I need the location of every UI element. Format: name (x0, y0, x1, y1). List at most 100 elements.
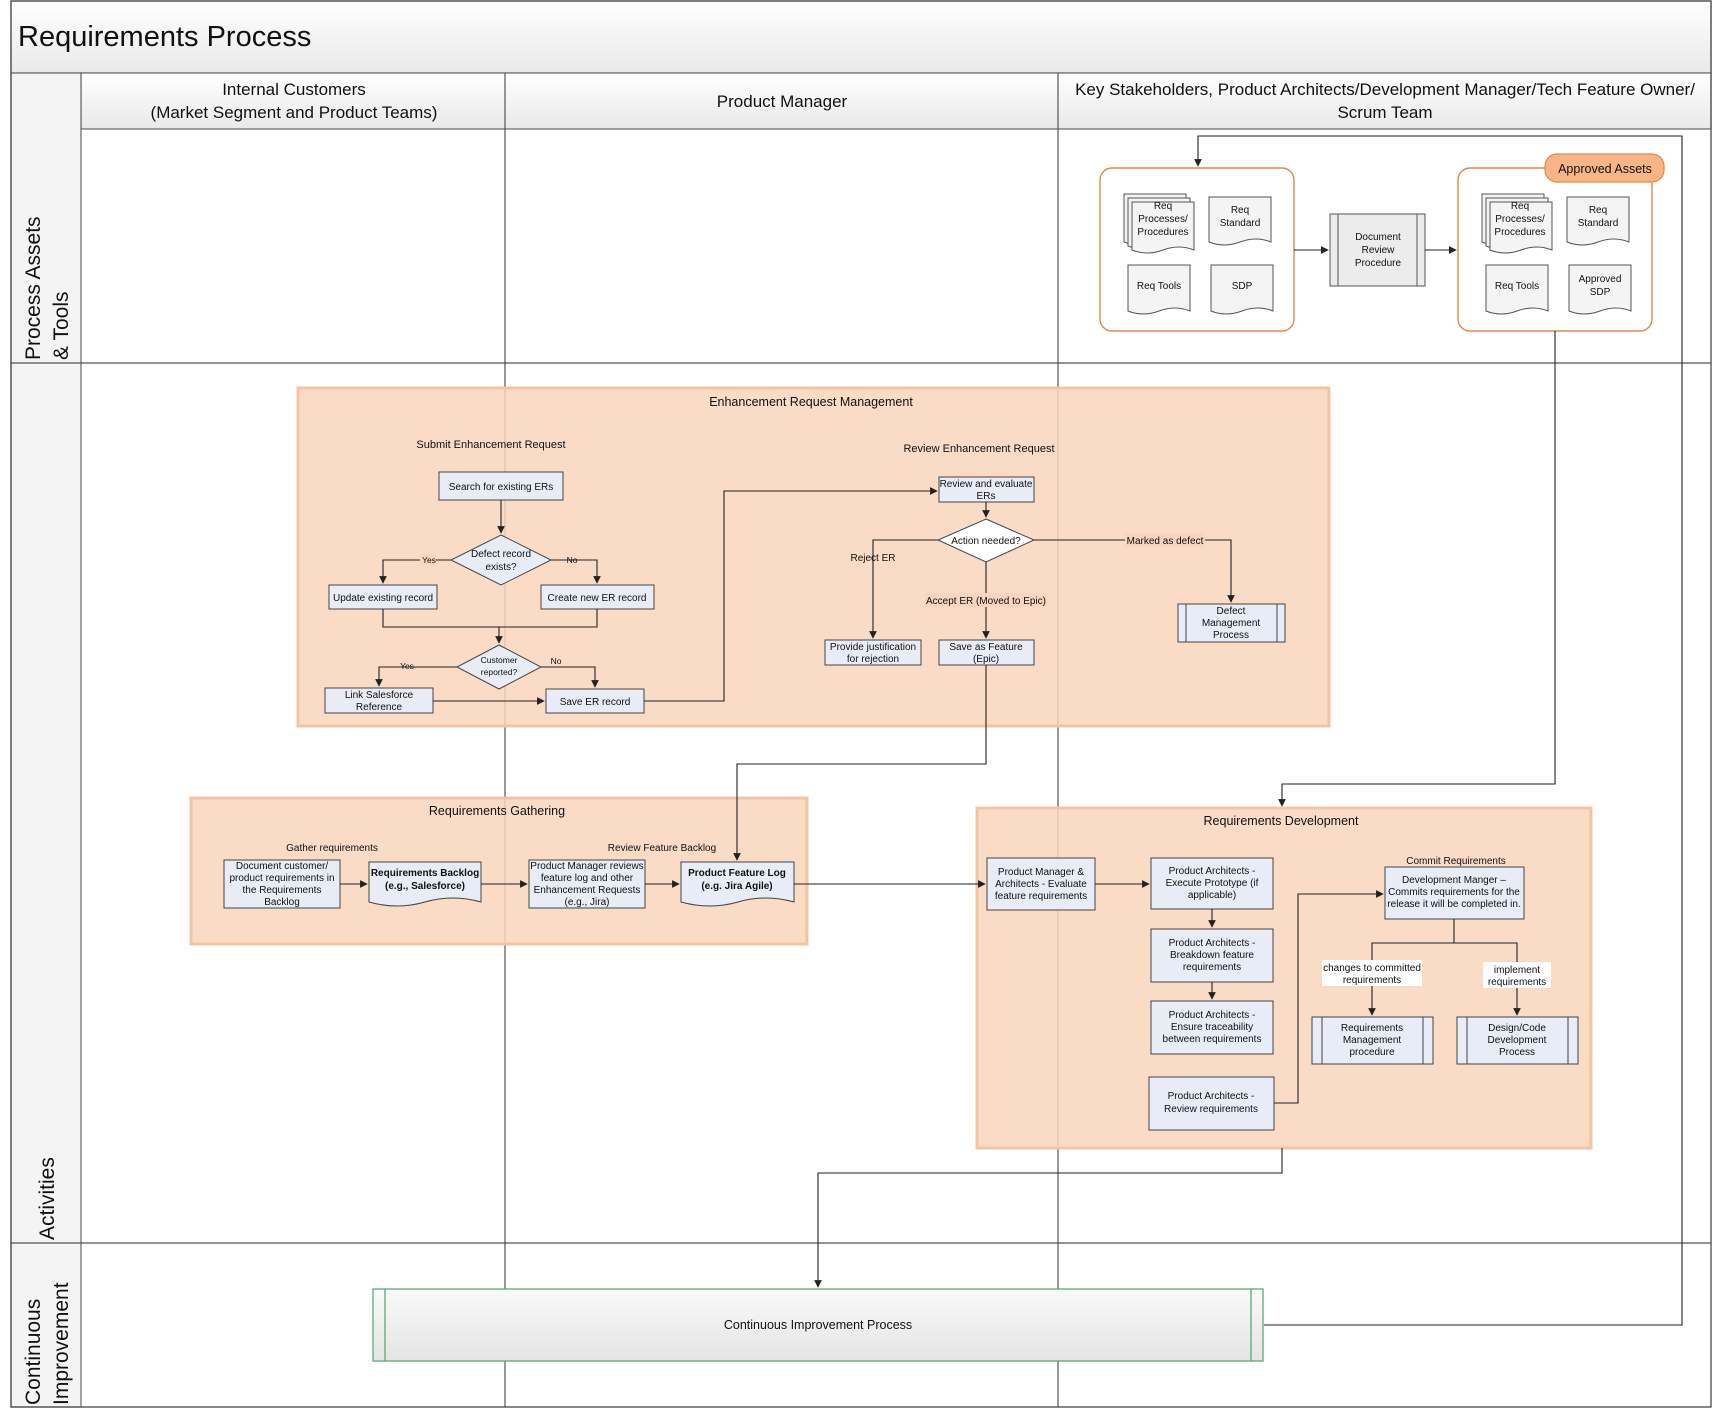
document-review-label: Review (1362, 245, 1396, 256)
no-label-2: No (551, 656, 562, 666)
implement-requirements-label: implement (1494, 965, 1540, 976)
lane-process-assets-2: & Tools (50, 292, 73, 361)
sdp-doc-icon (1210, 264, 1274, 315)
execute-prototype-label: Product Architects - (1169, 866, 1256, 877)
edge-ci-to-assets (1194, 135, 1683, 1326)
requirements-gathering-title: Requirements Gathering (429, 804, 565, 818)
yes-label-2: Yes (400, 661, 414, 671)
pm-reviews-label: Product Manager reviews (530, 861, 643, 872)
execute-prototype-box (1150, 857, 1274, 910)
req-standard-doc-icon (1208, 196, 1272, 246)
review-er-label: Review Enhancement Request (903, 443, 1054, 455)
development-manager-label: release it will be completed in. (1387, 899, 1520, 910)
accept-er-label-bg (925, 593, 1047, 607)
provide-justification-label: Provide justification (830, 642, 916, 653)
customer-reported-label: Customer (481, 655, 518, 665)
reject-er-label: Reject ER (850, 553, 895, 564)
link-salesforce-box (324, 687, 434, 714)
search-existing-ers-label: Search for existing ERs (449, 482, 554, 493)
approved-req-processes-label: Req (1511, 201, 1529, 212)
lane-activities: Activities (36, 1157, 59, 1240)
edge-feature-to-log (733, 665, 987, 861)
update-existing-record-box (328, 584, 438, 610)
gather-requirements-label: Gather requirements (286, 843, 378, 854)
req-standard-label: Standard (1220, 218, 1261, 229)
pm-architects-evaluate-label: feature requirements (995, 891, 1087, 902)
submit-er-label: Submit Enhancement Request (416, 439, 565, 451)
action-needed-label: Action needed? (951, 536, 1021, 547)
design-code-label: Process (1499, 1047, 1535, 1058)
review-evaluate-ers-label: Review and evaluate (940, 479, 1033, 490)
changes-committed-label: requirements (1343, 975, 1401, 986)
document-customer-label: product requirements in (229, 873, 334, 884)
link-salesforce-label: Link Salesforce (345, 690, 414, 701)
column-header-key-stakeholders-2: Scrum Team (1337, 103, 1432, 122)
req-standard-label: Req (1231, 205, 1249, 216)
provide-justification-box (824, 639, 922, 666)
execute-prototype-label: Execute Prototype (if (1166, 878, 1259, 889)
review-evaluate-ers-label: ERs (977, 491, 996, 502)
req-tools-label: Req Tools (1137, 281, 1181, 292)
approved-sdp-label: SDP (1590, 287, 1611, 298)
requirements-backlog-doc-icon (368, 861, 482, 907)
commit-requirements-label: Commit Requirements (1406, 856, 1505, 867)
req-processes-label: Procedures (1137, 227, 1188, 238)
document-customer-label: Document customer/ (236, 861, 328, 872)
development-manager-label: Development Manger – (1402, 875, 1506, 886)
edge-customer-yes (375, 666, 457, 687)
approved-assets-label: Approved Assets (1558, 162, 1652, 176)
continuous-improvement-process (372, 1288, 1264, 1362)
requirements-backlog-label: Requirements Backlog (371, 868, 479, 879)
lane-header-bar (10, 72, 82, 1408)
approved-req-standard-doc-icon (1566, 196, 1630, 246)
ensure-traceability-box (1150, 1000, 1274, 1055)
yes-label: Yes (422, 555, 436, 565)
edge-customer-no (541, 666, 599, 688)
document-customer-label: Backlog (264, 897, 300, 908)
defect-management-label: Defect (1217, 606, 1246, 617)
defect-record-decision-label: Defect record (471, 549, 531, 560)
review-feature-backlog-label: Review Feature Backlog (608, 843, 716, 854)
accept-er-label: Accept ER (Moved to Epic) (926, 596, 1046, 607)
ensure-traceability-label: Product Architects - (1169, 1010, 1256, 1021)
product-feature-log-label: Product Feature Log (688, 868, 786, 879)
column-header-internal-customers-1: Internal Customers (222, 80, 366, 99)
customer-reported-decision (455, 644, 543, 690)
changes-label-bg (1322, 960, 1422, 986)
pm-reviews-label: feature log and other (541, 873, 634, 884)
document-review-label: Document (1355, 232, 1401, 243)
execute-prototype-label: applicable) (1188, 890, 1236, 901)
design-code-development-process (1456, 1016, 1579, 1065)
edge-review-to-commit (1274, 890, 1384, 1104)
page-title: Requirements Process (18, 21, 311, 53)
outer-frame (10, 0, 1712, 1408)
erm-title: Enhancement Request Management (709, 395, 913, 409)
link-salesforce-label: Reference (356, 702, 403, 713)
column-header-product-manager: Product Manager (717, 92, 848, 111)
implement-requirements-label: requirements (1488, 977, 1546, 988)
requirements-management-label: procedure (1349, 1047, 1394, 1058)
column-header-key-stakeholders-1: Key Stakeholders, Product Architects/Dev… (1075, 80, 1695, 99)
lane-continuous-2: Improvement (50, 1282, 73, 1405)
edge-development-to-ci (814, 1148, 1283, 1288)
save-as-feature-box (938, 639, 1035, 666)
approved-req-tools-doc-icon (1485, 264, 1549, 315)
breakdown-requirements-label: requirements (1183, 962, 1241, 973)
breakdown-requirements-label: Breakdown feature (1170, 950, 1254, 961)
column-header-internal-customers-2: (Market Segment and Product Teams) (151, 103, 438, 122)
pm-reviews-label: Enhancement Requests (534, 885, 641, 896)
edge-action-defect (1034, 539, 1235, 603)
review-requirements-label: Product Architects - (1168, 1091, 1255, 1102)
requirements-management-label: Requirements (1341, 1023, 1403, 1034)
req-processes-doc-icon (1123, 193, 1195, 254)
pm-reviews-box (528, 859, 646, 909)
req-processes-label: Processes/ (1138, 214, 1188, 225)
product-feature-log-label: (e.g. Jira Agile) (701, 881, 772, 892)
save-er-record-label: Save ER record (560, 697, 631, 708)
yes-label-bg (420, 554, 436, 565)
pm-reviews-label: (e.g., Jira) (564, 897, 609, 908)
review-evaluate-ers-box (938, 476, 1035, 503)
ensure-traceability-label: between requirements (1163, 1034, 1262, 1045)
breakdown-requirements-box (1150, 928, 1274, 983)
breakdown-requirements-label: Product Architects - (1169, 938, 1256, 949)
